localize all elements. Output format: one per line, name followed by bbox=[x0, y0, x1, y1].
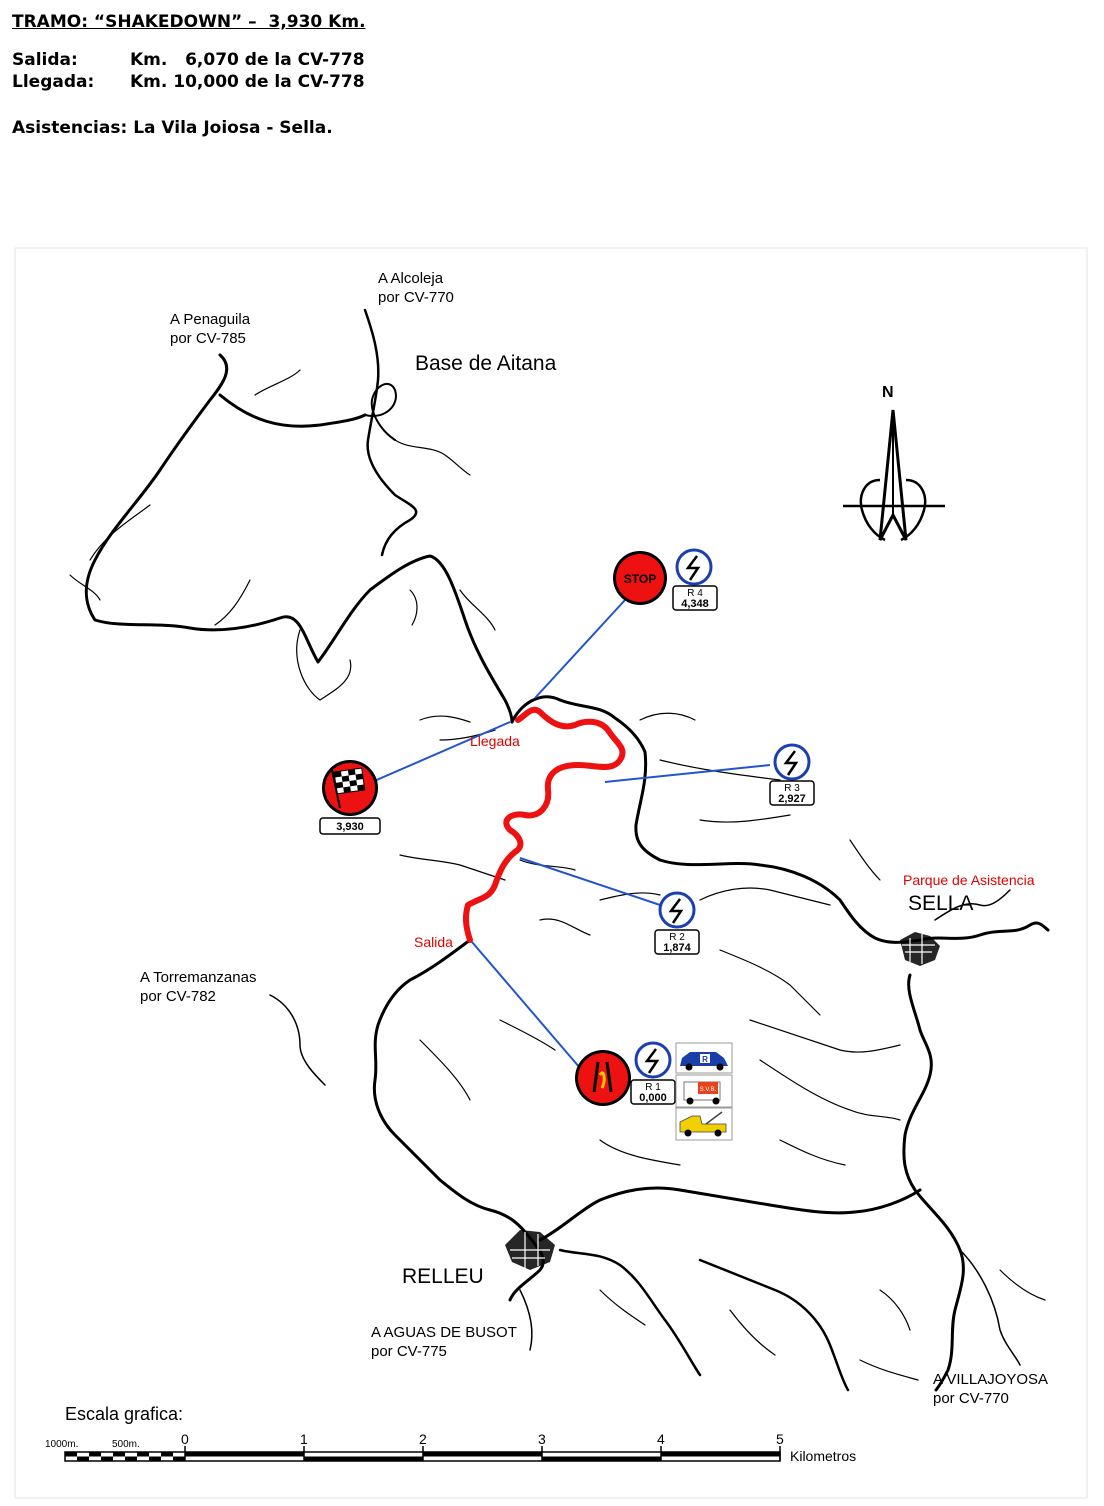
scale-km-block bbox=[661, 1452, 780, 1457]
start-label: Salida: bbox=[12, 50, 78, 70]
label-alcoleja-1: A Alcoleja bbox=[378, 270, 444, 287]
scale-sub-block bbox=[89, 1452, 101, 1457]
scale-tick-label: 2 bbox=[419, 1431, 427, 1447]
finish-label: Llegada: bbox=[12, 72, 95, 92]
stage-route bbox=[462, 706, 626, 943]
r1-label: R 1 bbox=[645, 1082, 661, 1093]
scale-km-block bbox=[423, 1452, 542, 1457]
scale-tick-label: 3 bbox=[538, 1431, 546, 1447]
connector-lines bbox=[371, 599, 771, 1069]
scale-title: Escala grafica: bbox=[65, 1404, 183, 1424]
label-aguas-1: A AGUAS DE BUSOT bbox=[371, 1324, 517, 1341]
scale-tick-label: 0 bbox=[181, 1431, 189, 1447]
sella-town bbox=[900, 932, 940, 966]
stop-text: STOP bbox=[624, 572, 656, 586]
police-letter: R bbox=[702, 1055, 708, 1064]
scale-bar: Escala grafica: 1000m. 500m. 0 1 2 3 4 5 Kilo… bbox=[45, 1404, 856, 1464]
finish-flag-marker: 3,930 bbox=[319, 760, 381, 835]
label-relleu: RELLEU bbox=[402, 1265, 484, 1288]
r3-label: R 3 bbox=[784, 783, 800, 794]
stop-marker: STOP bbox=[613, 551, 667, 605]
label-salida: Salida bbox=[414, 934, 453, 950]
label-villajoyosa-2: por CV-770 bbox=[933, 1390, 1009, 1407]
scale-sub-block bbox=[161, 1452, 173, 1457]
radio-point-r1: R 1 0,000 bbox=[630, 1041, 676, 1105]
finish-km: 3,930 bbox=[336, 821, 364, 833]
finish-value: Km. 10,000 de la CV-778 bbox=[130, 72, 365, 92]
lightning-icon bbox=[685, 555, 701, 581]
lightning-icon bbox=[668, 898, 684, 924]
relleu-town bbox=[505, 1230, 555, 1270]
scale-tick-label: 1 bbox=[300, 1431, 308, 1447]
scale-sub-block bbox=[77, 1456, 89, 1461]
scale-sub-block bbox=[125, 1456, 137, 1461]
r1-km: 0,000 bbox=[639, 1092, 667, 1104]
label-sella: SELLA bbox=[908, 892, 973, 915]
scale-sub-block bbox=[113, 1452, 125, 1457]
label-torremanzanas-1: A Torremanzanas bbox=[140, 969, 256, 986]
scale-km-block bbox=[304, 1456, 423, 1461]
north-letter: N bbox=[882, 384, 894, 401]
scale-tick-label: 5 bbox=[776, 1431, 784, 1447]
label-llegada: Llegada bbox=[470, 733, 520, 749]
radio-point-r3: R 3 2,927 bbox=[769, 743, 815, 806]
scale-tick-labels: 0 1 2 3 4 5 bbox=[181, 1431, 784, 1461]
scale-unit: Kilometros bbox=[790, 1448, 856, 1464]
start-marker bbox=[575, 1050, 631, 1106]
r4-label: R 4 bbox=[687, 588, 703, 599]
road-network bbox=[69, 308, 1050, 1392]
label-base-aitana: Base de Aitana bbox=[415, 352, 557, 375]
assistance-line: Asistencias: La Vila Joiosa - Sella. bbox=[12, 118, 333, 138]
lightning-icon bbox=[644, 1048, 660, 1074]
r2-km: 1,874 bbox=[663, 942, 691, 954]
label-penaguila-2: por CV-785 bbox=[170, 330, 246, 347]
scale-sub-block bbox=[101, 1456, 113, 1461]
scale-tick-label: 4 bbox=[657, 1431, 665, 1447]
r2-label: R 2 bbox=[669, 932, 685, 943]
ambulance-text: S.V.B. bbox=[700, 1087, 717, 1093]
scale-sub-block bbox=[173, 1456, 185, 1461]
scale-km-block bbox=[185, 1452, 304, 1457]
scale-left-500: 500m. bbox=[112, 1439, 140, 1450]
r3-km: 2,927 bbox=[778, 793, 806, 805]
r4-km: 4,348 bbox=[681, 598, 709, 610]
label-penaguila-1: A Penaguila bbox=[170, 311, 251, 328]
scale-sub-block bbox=[65, 1452, 77, 1457]
scale-km-block bbox=[542, 1456, 661, 1461]
tow-truck-icon bbox=[675, 1107, 733, 1141]
scale-sub-block bbox=[149, 1456, 161, 1461]
label-parque: Parque de Asistencia bbox=[903, 872, 1035, 888]
label-alcoleja-2: por CV-770 bbox=[378, 289, 454, 306]
police-car-icon: R bbox=[675, 1042, 733, 1074]
scale-sub-block bbox=[137, 1452, 149, 1457]
map-frame bbox=[14, 247, 1088, 1499]
start-value: Km. 6,070 de la CV-778 bbox=[130, 50, 365, 70]
vehicle-icons: R S.V.B. bbox=[675, 1042, 733, 1141]
ambulance-icon: S.V.B. bbox=[675, 1074, 733, 1108]
label-villajoyosa-1: A VILLAJOYOSA bbox=[933, 1371, 1048, 1388]
scale-left-1000: 1000m. bbox=[45, 1439, 78, 1450]
radio-point-r4: R 4 4,348 bbox=[672, 548, 718, 611]
north-arrow: N bbox=[843, 384, 945, 542]
stage-title: TRAMO: “SHAKEDOWN” – 3,930 Km. bbox=[12, 12, 366, 32]
lightning-icon bbox=[783, 750, 799, 776]
label-aguas-2: por CV-775 bbox=[371, 1343, 447, 1360]
radio-point-r2: R 2 1,874 bbox=[654, 891, 700, 955]
label-torremanzanas-2: por CV-782 bbox=[140, 988, 216, 1005]
